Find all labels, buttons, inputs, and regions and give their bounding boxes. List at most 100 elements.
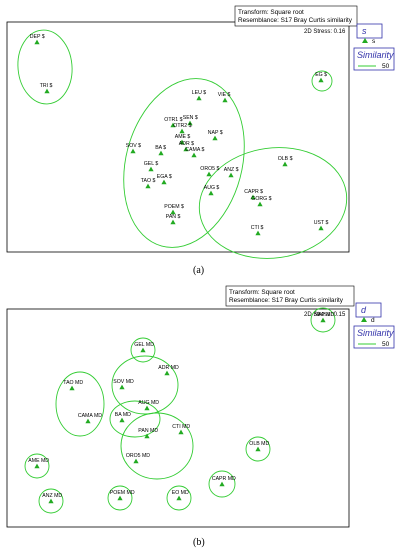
cluster-ellipse-b8 [24,453,50,479]
legend-factor-a: s [362,26,367,36]
panel-a-point-label: CAMA $ [185,147,204,153]
panel-b-point [34,463,40,469]
panel-b-point-label: ORO5 MD [126,453,150,459]
panel-b-point [144,433,150,439]
panel-a-point [170,122,176,128]
panel-a-point [161,179,167,185]
panel-a-point [255,230,261,236]
panel-a-point-label: GORG $ [251,196,271,202]
panel-b-point-label: ANZ MD [42,493,62,499]
panel-b-point [85,418,91,424]
panel-a-point-label: ADR $ [179,141,194,147]
legend-factor-box-a [356,23,383,39]
panel-a-point [191,152,197,158]
panel-b-point-label: CAPR MD [212,476,236,482]
panel-a-point [170,219,176,225]
panel-b-point-label: TAO MD [63,380,83,386]
panel-a-point-label: AUG $ [204,185,220,191]
panel-a-point-label: AME $ [175,134,191,140]
header-box-a [234,5,358,27]
legend-triangle-icon-b [361,317,367,322]
panel-a-point [183,146,189,152]
cluster-ellipse-b10 [38,488,64,514]
panel-b: Transform: Square root Resemblance: S17 … [6,285,395,548]
panel-a-point-label: OTR1 $ [164,117,182,123]
legend-similarity-b: Similarity [357,328,394,338]
legend-triangle-icon-a [362,38,368,43]
panel-b-point [69,385,75,391]
transform-b: Transform: Square root [229,289,295,296]
cluster-ellipse-b2 [130,337,156,363]
legend-similarity-box-a [353,47,395,71]
panel-a-point [187,120,193,126]
panel-a-point [318,225,324,231]
legend-similarity-box-b [353,325,395,349]
plot-frame-a [6,21,350,253]
panel-a-point [250,194,256,200]
panel-a-point [208,190,214,196]
resemblance-b: Resemblance: S17 Bray Curtis similarity [229,297,344,304]
cluster-ellipse-a3 [123,78,245,248]
panel-a-point-label: CAPR $ [244,189,263,195]
panel-b-point-label: AUG MD [138,400,159,406]
transform-a: Transform: Square root [238,9,304,16]
panel-a-point [318,77,324,83]
panel-a-point-label: EGA $ [157,174,172,180]
panel-a-point-label: CTI $ [251,225,264,231]
cluster-ellipse-b4 [55,371,105,437]
panel-b-point [144,405,150,411]
cluster-ellipse-b11 [107,485,133,511]
panel-b-point [164,370,170,376]
legend-item-a: s [372,38,376,45]
panel-b-point-label: SOV MD [113,379,134,385]
panel-a-point-label: TAO $ [141,178,156,184]
panel-a-point [179,128,185,134]
panel-a-point [212,135,218,141]
panel-b-point-label: EO MD [172,490,189,496]
legend-factor-b: d [361,305,367,315]
panel-a-point [158,150,164,156]
panel-b-point [255,446,261,452]
panel-a-point [206,171,212,177]
cluster-ellipse-a2 [311,70,333,92]
panel-a-point [228,172,234,178]
panel-b-point-label: BA MD [115,412,131,418]
plot-frame-b [6,308,350,528]
panel-label-b: (b) [193,537,205,548]
panel-b-point [48,498,54,504]
panel-a-point-label: OTR2 $ [173,123,191,129]
legend-factor-box-b [355,302,382,318]
panel-b-point [219,481,225,487]
cluster-ellipse-b9 [208,470,236,498]
legend-sim-value-a: 50 [382,63,390,70]
stress-b: 2D Stress: 0.15 [304,312,346,318]
panel-a-point [34,39,40,45]
panel-a-point-label: UST $ [314,220,329,226]
panel-a-point [179,139,185,145]
header-box-b [225,285,355,307]
panel-b-point-label: PAN MD [138,428,158,434]
panel-a-point-label: ORO5 $ [200,166,219,172]
panel-a-point-label: OLB $ [278,156,293,162]
panel-a-point [44,88,50,94]
panel-a-point [196,95,202,101]
panel-a-point-label: LEU $ [192,90,207,96]
panel-a-point-label: BA $ [155,145,166,151]
panel-b-point-label: AME MD [28,458,49,464]
panel-a-point [222,97,228,103]
panel-a-point-label: VIE $ [218,92,231,98]
panel-b-point [119,384,125,390]
panel-b-point [119,417,125,423]
cluster-ellipse-b1 [310,307,336,333]
panel-a-point-label: PAN $ [166,214,181,220]
panel-a-point-label: ANZ $ [224,167,239,173]
panel-a-point-label: NAP $ [208,130,223,136]
cluster-ellipse-b12 [166,485,192,511]
panel-b-point-label: GEL MD [134,342,154,348]
legend-sim-value-b: 50 [382,341,390,348]
panel-a-point-label: TRI $ [40,83,53,89]
cluster-ellipse-b7 [245,436,271,462]
cluster-ellipse-b6 [120,412,194,480]
